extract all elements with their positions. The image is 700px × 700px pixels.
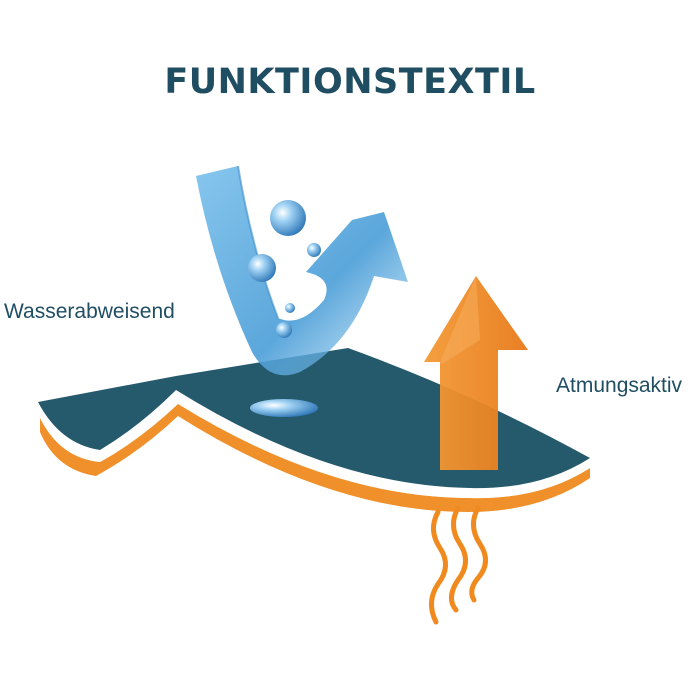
label-breathable: Atmungsaktiv [556,374,683,397]
fabric-orange-layer [40,402,590,512]
water-repellent-arrow-icon [196,165,408,376]
label-water-repellent: Wasserabweisend [4,300,175,323]
fabric-white-layer [40,394,590,499]
diagram-title: FUNKTIONSTEXTIL [164,62,536,102]
breathable-arrow-icon [424,276,528,470]
fabric-layers [38,348,590,512]
water-drop-icon [248,200,321,417]
vapor-wave-icon [429,505,488,625]
